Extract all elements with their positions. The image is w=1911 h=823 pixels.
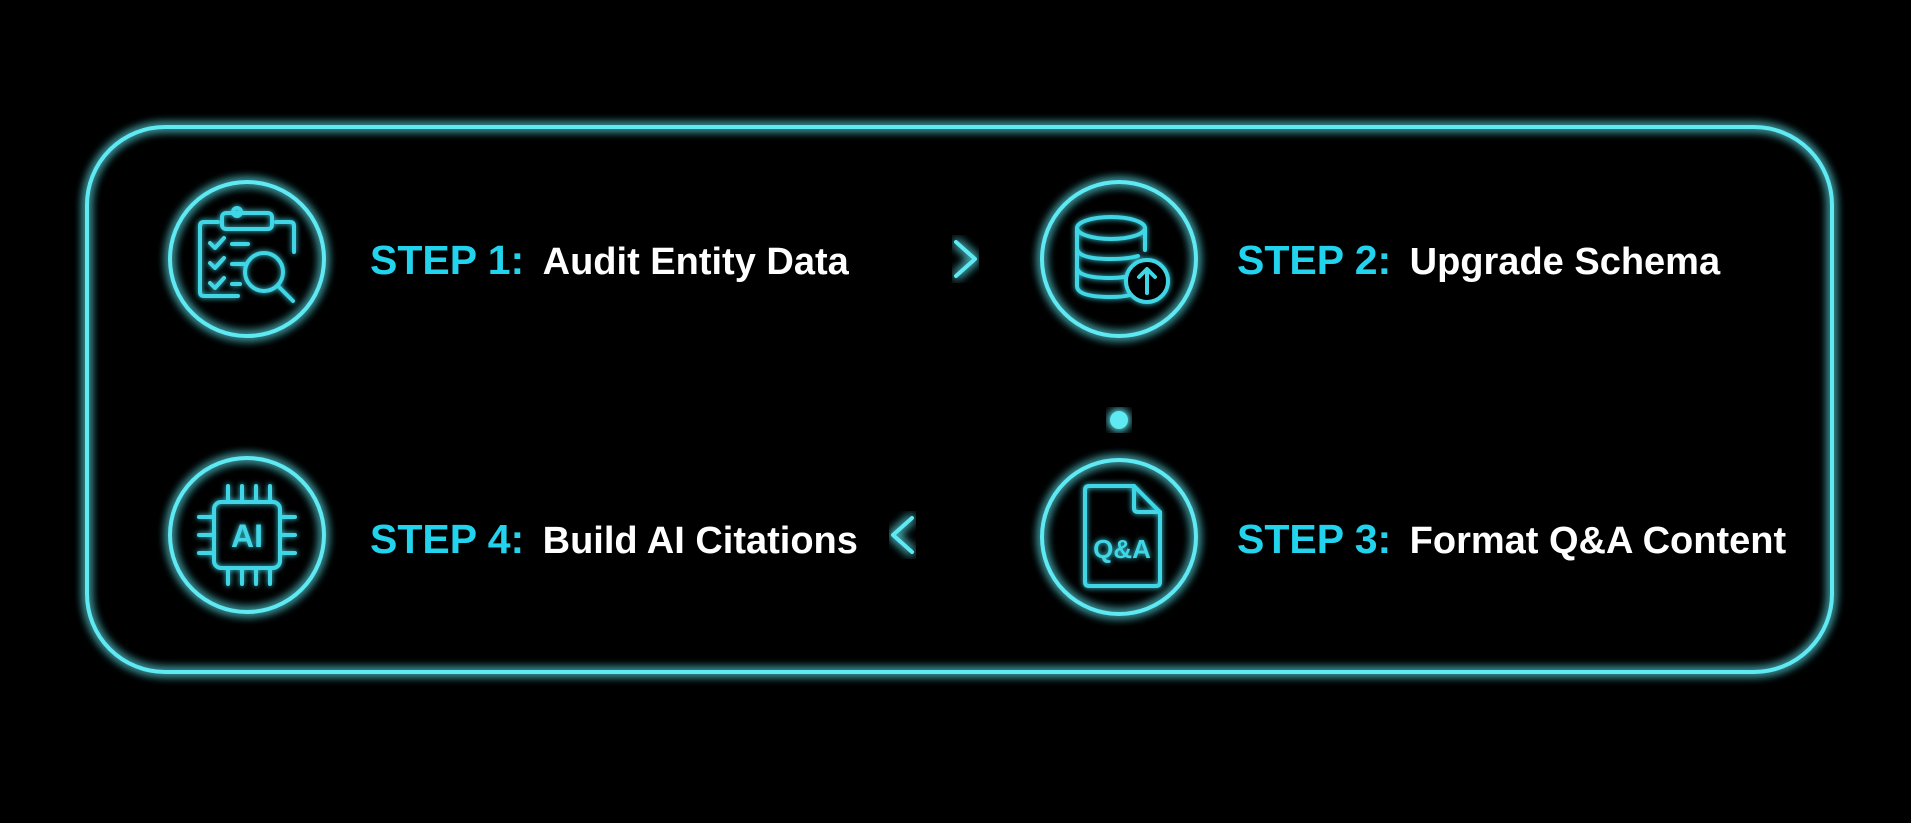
step-3-label: STEP 3: Format Q&A Content bbox=[1237, 516, 1786, 562]
step-2-title: Upgrade Schema bbox=[1410, 241, 1721, 283]
outer-frame bbox=[85, 125, 1834, 674]
step-3: Q&A STEP 3: Format Q&A Content bbox=[1040, 458, 1786, 616]
step-4-label: STEP 4: Build AI Citations bbox=[370, 516, 858, 562]
step-3-icon-circle bbox=[1040, 458, 1198, 616]
arrow-left-icon bbox=[891, 516, 980, 554]
qa-document-icon: Q&A bbox=[1083, 484, 1162, 588]
dot-connector-icon bbox=[1110, 354, 1128, 429]
step-3-title: Format Q&A Content bbox=[1410, 520, 1787, 562]
step-4-icon-circle bbox=[168, 456, 326, 614]
qa-document-icon-label: Q&A bbox=[1093, 534, 1151, 564]
step-2-number: STEP 2: bbox=[1237, 237, 1391, 283]
step-1-number: STEP 1: bbox=[370, 237, 524, 283]
database-upload-icon bbox=[1075, 215, 1170, 304]
clipboard-magnifier-icon bbox=[198, 206, 296, 303]
step-4-number: STEP 4: bbox=[370, 516, 524, 562]
step-1-title: Audit Entity Data bbox=[543, 241, 850, 283]
step-2-label: STEP 2: Upgrade Schema bbox=[1237, 237, 1721, 283]
step-1-label: STEP 1: Audit Entity Data bbox=[370, 237, 850, 283]
ai-chip-icon: AI bbox=[197, 484, 297, 586]
arrow-right-icon bbox=[888, 240, 977, 278]
step-1: STEP 1: Audit Entity Data bbox=[168, 180, 850, 338]
step-3-number: STEP 3: bbox=[1237, 516, 1391, 562]
step-2-icon-circle bbox=[1040, 180, 1198, 338]
step-4: AI STEP 4: Build AI Citations bbox=[168, 456, 858, 614]
ai-chip-icon-label: AI bbox=[231, 518, 263, 554]
step-4-title: Build AI Citations bbox=[543, 520, 858, 562]
step-1-icon-circle bbox=[168, 180, 326, 338]
step-2: STEP 2: Upgrade Schema bbox=[1040, 180, 1721, 338]
